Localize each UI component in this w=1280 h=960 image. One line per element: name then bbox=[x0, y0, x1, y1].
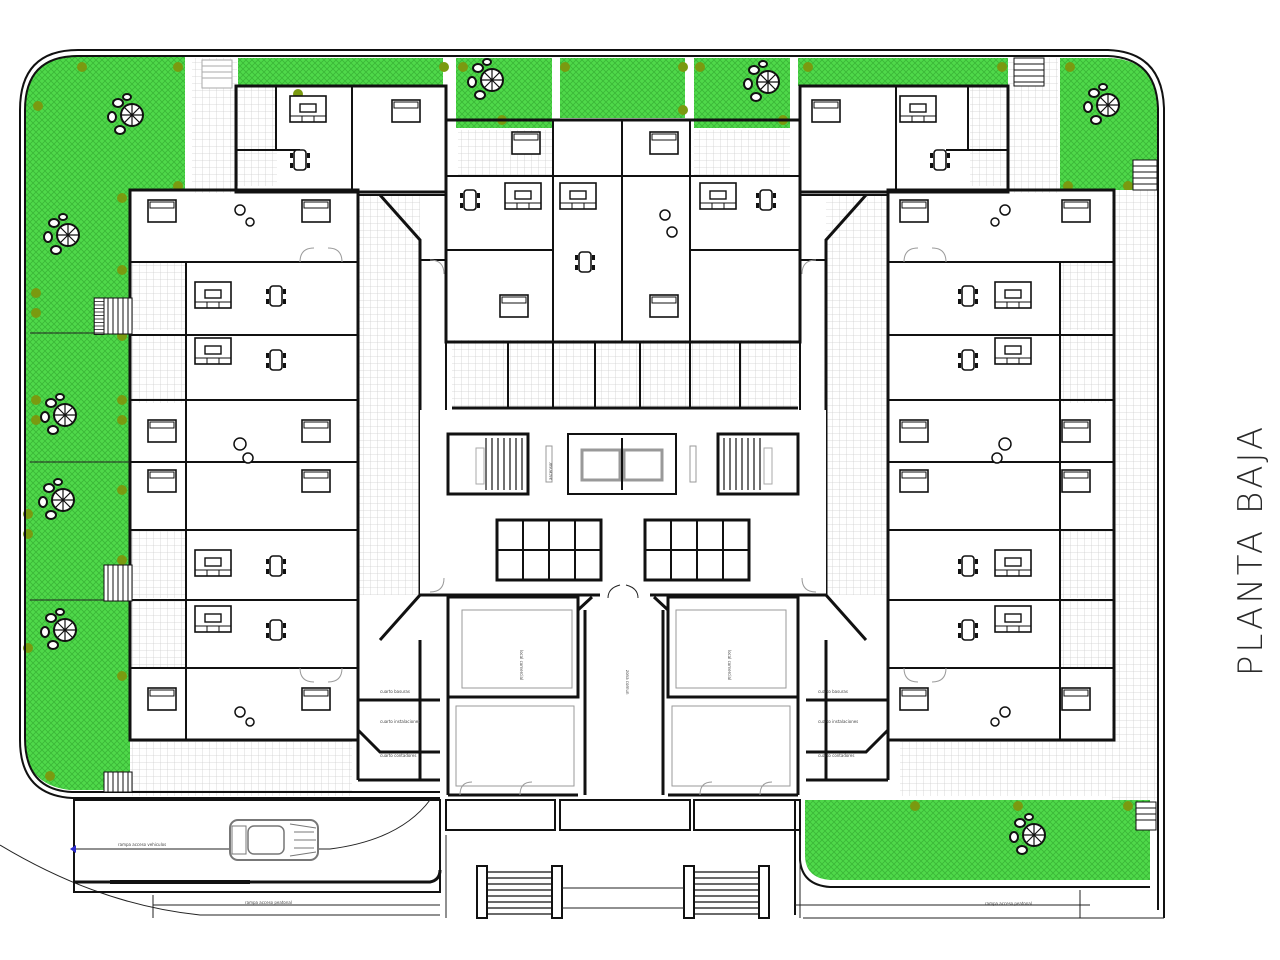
svg-text:local comercial: local comercial bbox=[519, 650, 524, 680]
room-labels: cuarto basuras cuarto instalaciones cuar… bbox=[380, 462, 858, 758]
skylight-right bbox=[643, 518, 751, 582]
svg-text:rampa acceso peatonal: rampa acceso peatonal bbox=[985, 901, 1032, 906]
svg-text:cuarto instalaciones: cuarto instalaciones bbox=[380, 719, 420, 724]
stair-core-left bbox=[446, 432, 530, 496]
garden-top-4 bbox=[694, 58, 790, 128]
garden-top-1 bbox=[238, 58, 443, 86]
svg-text:cuarto basuras: cuarto basuras bbox=[818, 689, 848, 694]
garden-top-5 bbox=[798, 58, 1008, 86]
skylight-left bbox=[495, 518, 603, 582]
entrance-stairs bbox=[476, 865, 770, 919]
stair-core-right bbox=[716, 432, 800, 496]
garden-top-right bbox=[1060, 58, 1158, 190]
svg-text:zona comun: zona comun bbox=[625, 670, 630, 695]
furniture bbox=[147, 95, 1091, 727]
garden-bottom-right bbox=[805, 800, 1150, 880]
svg-text:cuarto basuras: cuarto basuras bbox=[380, 689, 410, 694]
paved-terraces bbox=[130, 58, 1158, 800]
svg-text:cuarto contadores: cuarto contadores bbox=[380, 753, 416, 758]
parking-ramp: rampa acceso vehiculos rampa acceso peat… bbox=[70, 799, 1032, 918]
site-boundary bbox=[0, 49, 1165, 919]
entrance-door bbox=[607, 584, 639, 599]
garden-top-3 bbox=[560, 58, 685, 118]
svg-text:ascensor: ascensor bbox=[548, 462, 553, 480]
car-icon bbox=[229, 819, 319, 861]
garden-steps bbox=[30, 57, 1158, 831]
svg-text:cuarto instalaciones: cuarto instalaciones bbox=[818, 719, 858, 724]
door-swings bbox=[299, 247, 947, 796]
drawing-title: PLANTA BAJA bbox=[1231, 423, 1272, 677]
svg-text:rampa acceso peatonal: rampa acceso peatonal bbox=[245, 900, 292, 905]
svg-text:cuarto contadores: cuarto contadores bbox=[818, 753, 854, 758]
svg-text:rampa acceso vehiculos: rampa acceso vehiculos bbox=[118, 842, 166, 847]
svg-text:local comercial: local comercial bbox=[727, 650, 732, 680]
elevators bbox=[545, 433, 697, 495]
drawing-title-container: PLANTA BAJA bbox=[1226, 410, 1276, 690]
